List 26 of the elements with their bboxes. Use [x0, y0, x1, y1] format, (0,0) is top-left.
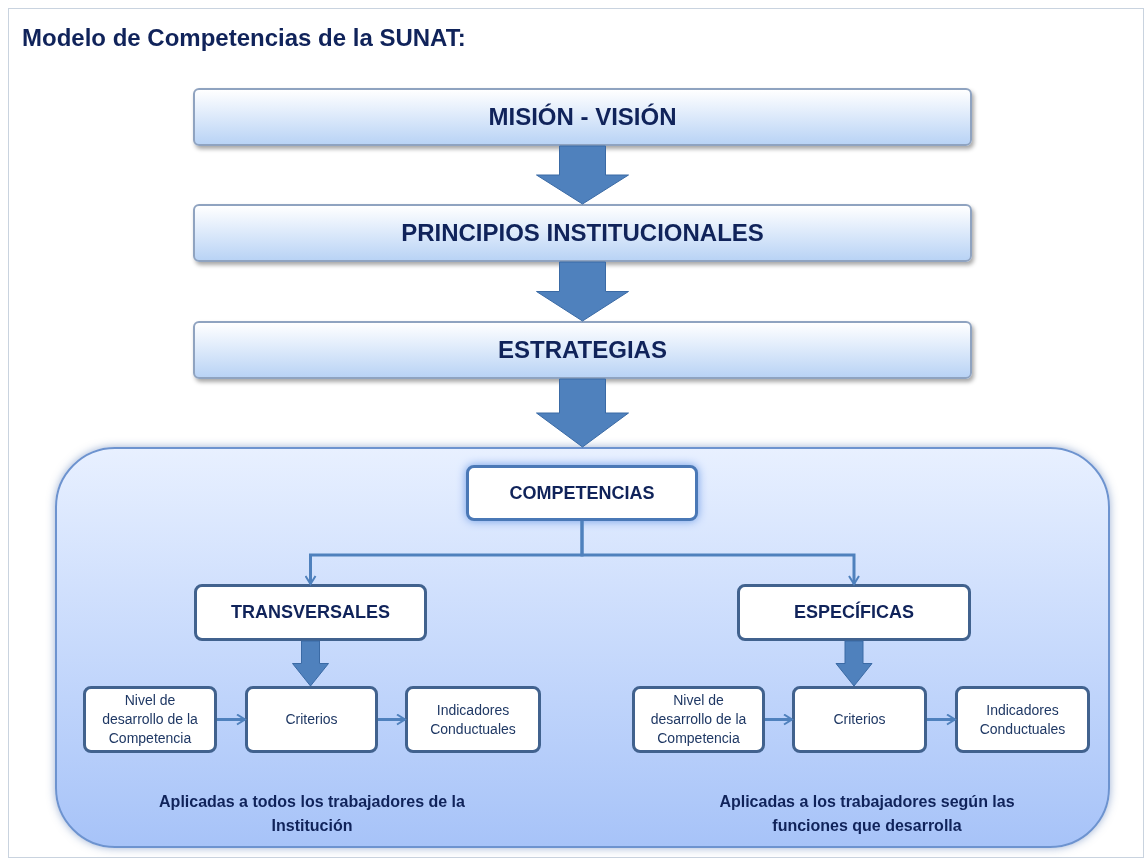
arrow: [217, 713, 246, 726]
arrow: [927, 713, 956, 726]
banner-box: ESTRATEGIAS: [193, 321, 972, 379]
process-box: Indicadores Conductuales: [405, 686, 541, 753]
process-box: Criterios: [245, 686, 378, 753]
rounded-panel: [55, 447, 1110, 848]
title: Modelo de Competencias de la SUNAT:: [22, 23, 466, 53]
note-text: Aplicadas a los trabajadores según las funciones que desarrolla: [718, 792, 1016, 836]
process-box: Criterios: [792, 686, 927, 753]
process-box: Indicadores Conductuales: [955, 686, 1090, 753]
note-text: Aplicadas a todos los trabajadores de la Institución: [158, 792, 466, 836]
process-box: Nivel de desarrollo de la Competencia: [83, 686, 217, 753]
process-box: ESPECÍFICAS: [737, 584, 971, 641]
arrow: [378, 713, 406, 726]
block-arrow: [835, 640, 873, 687]
block-arrow: [536, 261, 629, 322]
process-box: Nivel de desarrollo de la Competencia: [632, 686, 765, 753]
banner-box: PRINCIPIOS INSTITUCIONALES: [193, 204, 972, 262]
process-box: COMPETENCIAS: [466, 465, 698, 521]
arrow: [580, 521, 860, 585]
process-box: TRANSVERSALES: [194, 584, 427, 641]
block-arrow: [536, 145, 629, 205]
arrow: [765, 713, 793, 726]
block-arrow: [536, 378, 629, 448]
banner-box: MISIÓN - VISIÓN: [193, 88, 972, 146]
block-arrow: [292, 640, 329, 687]
